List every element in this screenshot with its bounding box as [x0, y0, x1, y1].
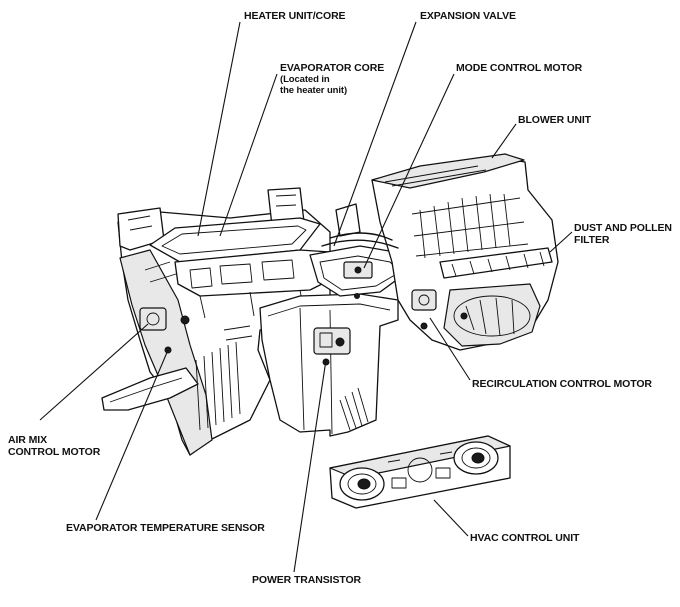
label-evaporator-core-note-2: the heater unit): [280, 85, 348, 96]
label-mode-control-motor: MODE CONTROL MOTOR: [456, 62, 583, 74]
label-recirculation-control-motor: RECIRCULATION CONTROL MOTOR: [472, 378, 652, 390]
label-blower-unit: BLOWER UNIT: [518, 114, 591, 126]
label-dust-pollen-filter-line-2: FILTER: [574, 234, 610, 246]
label-expansion-valve: EXPANSION VALVE: [420, 10, 516, 22]
label-evaporator-core-title: EVAPORATOR CORE: [280, 62, 385, 74]
label-evaporator-core-note-1: (Located in: [280, 74, 330, 85]
label-hvac-control-unit: HVAC CONTROL UNIT: [470, 532, 580, 544]
label-evaporator-core: EVAPORATOR CORE (Located in the heater u…: [280, 62, 384, 96]
mode-control-motor: [309, 203, 411, 299]
label-air-mix-line-1: AIR MIX: [8, 434, 47, 446]
label-power-transistor: POWER TRANSISTOR: [252, 574, 362, 586]
label-heater-unit-core: HEATER UNIT/CORE: [244, 10, 346, 22]
evaporator-core: [149, 217, 341, 319]
label-dust-pollen-filter: DUST AND POLLEN FILTER: [574, 222, 672, 246]
label-dust-pollen-filter-line-1: DUST AND POLLEN: [574, 222, 672, 234]
hvac-control-unit-drawing: [329, 435, 511, 509]
center-duct: [259, 293, 399, 437]
leader-lines: [39, 21, 573, 573]
label-air-mix-control-motor: AIR MIX CONTROL MOTOR: [8, 434, 100, 458]
blower-unit: [321, 153, 559, 351]
label-evaporator-temperature-sensor: EVAPORATOR TEMPERATURE SENSOR: [66, 522, 265, 534]
label-air-mix-line-2: CONTROL MOTOR: [8, 446, 101, 458]
